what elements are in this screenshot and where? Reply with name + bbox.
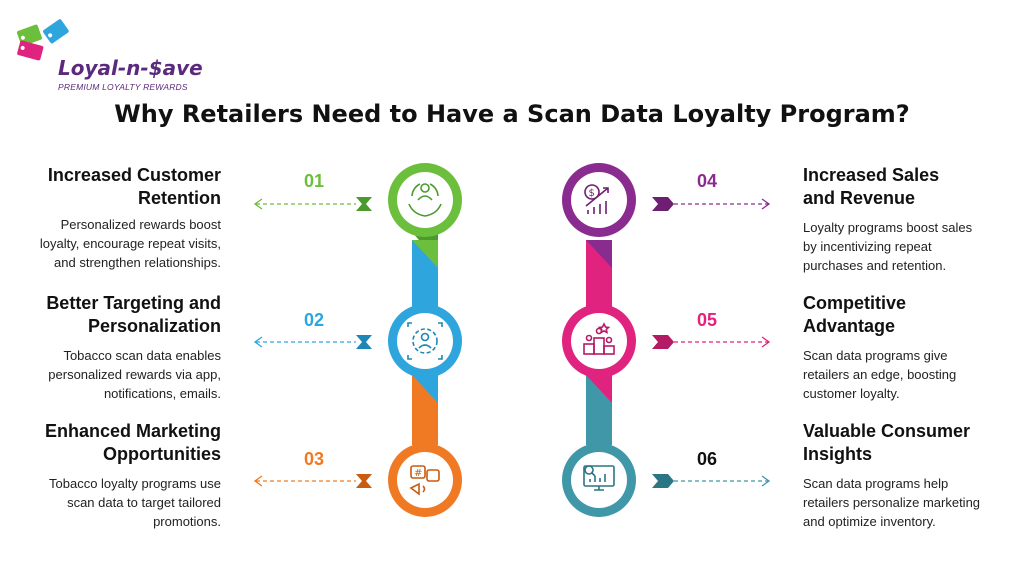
circle-05 — [562, 304, 636, 378]
item-number-03: 03 — [304, 449, 325, 469]
item-title-05: Competitive Advantage — [803, 293, 907, 336]
hands-people-icon — [408, 183, 442, 217]
arrow-01 — [253, 197, 372, 211]
megaphone-social-icon: # — [409, 465, 440, 496]
item-number-05: 05 — [697, 310, 718, 330]
item-title-02: Better Targeting and Personalization — [46, 293, 221, 336]
item-number-06: 06 — [697, 449, 718, 469]
circle-03 — [388, 443, 462, 517]
right-connector-5-accent — [586, 375, 612, 403]
svg-text:$: $ — [589, 188, 595, 199]
brand-name: Loyal-n-$ave — [58, 56, 203, 80]
price-tags-icon — [16, 19, 69, 61]
item-title-06: Valuable Consumer Insights — [803, 421, 971, 464]
monitor-analytics-icon — [583, 465, 615, 491]
gear-person-icon — [407, 322, 443, 360]
brand-tagline: PREMIUM LOYALTY REWARDS — [58, 82, 188, 92]
item-title-01: Increased Customer Retention — [47, 165, 221, 208]
arrow-02 — [253, 335, 372, 349]
circle-04 — [562, 163, 636, 237]
item-desc-05: Scan data programs give retailers an edg… — [803, 348, 957, 401]
brand-logo: Loyal-n-$ave PREMIUM LOYALTY REWARDS — [14, 14, 204, 92]
podium-winners-icon — [583, 322, 615, 355]
item-desc-04: Loyalty programs boost sales by incentiv… — [803, 220, 973, 273]
page-title: Why Retailers Need to Have a Scan Data L… — [114, 100, 910, 128]
svg-text:#: # — [414, 468, 422, 479]
circle-06 — [562, 443, 636, 517]
left-connector-1-accent — [412, 240, 438, 268]
arrow-06 — [652, 474, 771, 488]
dollar-growth-chart-icon: $ — [584, 184, 609, 214]
item-desc-01: Personalized rewards boost loyalty, enco… — [39, 217, 221, 270]
arrow-05 — [652, 335, 771, 349]
left-connector-2-accent — [412, 375, 438, 403]
circle-01 — [388, 163, 462, 237]
arrow-04 — [652, 197, 771, 211]
item-number-04: 04 — [697, 171, 718, 191]
item-title-04: Increased Sales and Revenue — [803, 165, 940, 208]
item-desc-02: Tobacco scan data enables personalized r… — [48, 348, 221, 401]
item-title-03: Enhanced Marketing Opportunities — [44, 421, 221, 464]
item-desc-03: Tobacco loyalty programs use scan data t… — [49, 476, 221, 529]
item-desc-06: Scan data programs help retailers person… — [803, 476, 981, 529]
arrow-03 — [253, 474, 372, 488]
item-number-02: 02 — [304, 310, 325, 330]
right-connector-4-accent — [586, 240, 612, 268]
item-number-01: 01 — [304, 171, 325, 191]
